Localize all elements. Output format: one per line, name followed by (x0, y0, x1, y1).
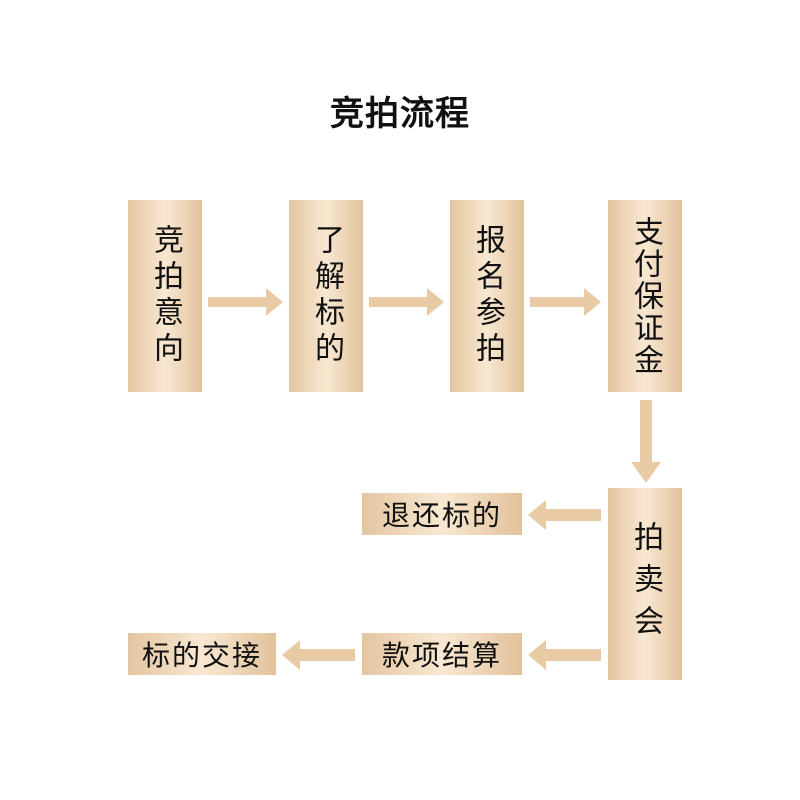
step-auction: 拍卖会 (608, 488, 682, 680)
step-item-handover: 标的交接 (128, 633, 276, 675)
arrow-right-icon (530, 288, 601, 316)
page-title: 竞拍流程 (330, 94, 470, 134)
arrow-left-icon (528, 640, 601, 670)
step-pay-deposit: 支付保证金 (608, 200, 682, 392)
step-settlement: 款项结算 (362, 633, 522, 675)
arrow-right-icon (208, 288, 283, 316)
arrow-left-icon (528, 500, 601, 530)
arrow-left-icon (282, 640, 355, 670)
arrow-down-icon (631, 400, 661, 483)
arrow-right-icon (369, 288, 444, 316)
step-learn-item: 了解标的 (289, 200, 363, 392)
step-refund-item: 退还标的 (362, 493, 522, 535)
step-register: 报名参拍 (450, 200, 524, 392)
step-auction-intent: 竞拍意向 (128, 200, 202, 392)
